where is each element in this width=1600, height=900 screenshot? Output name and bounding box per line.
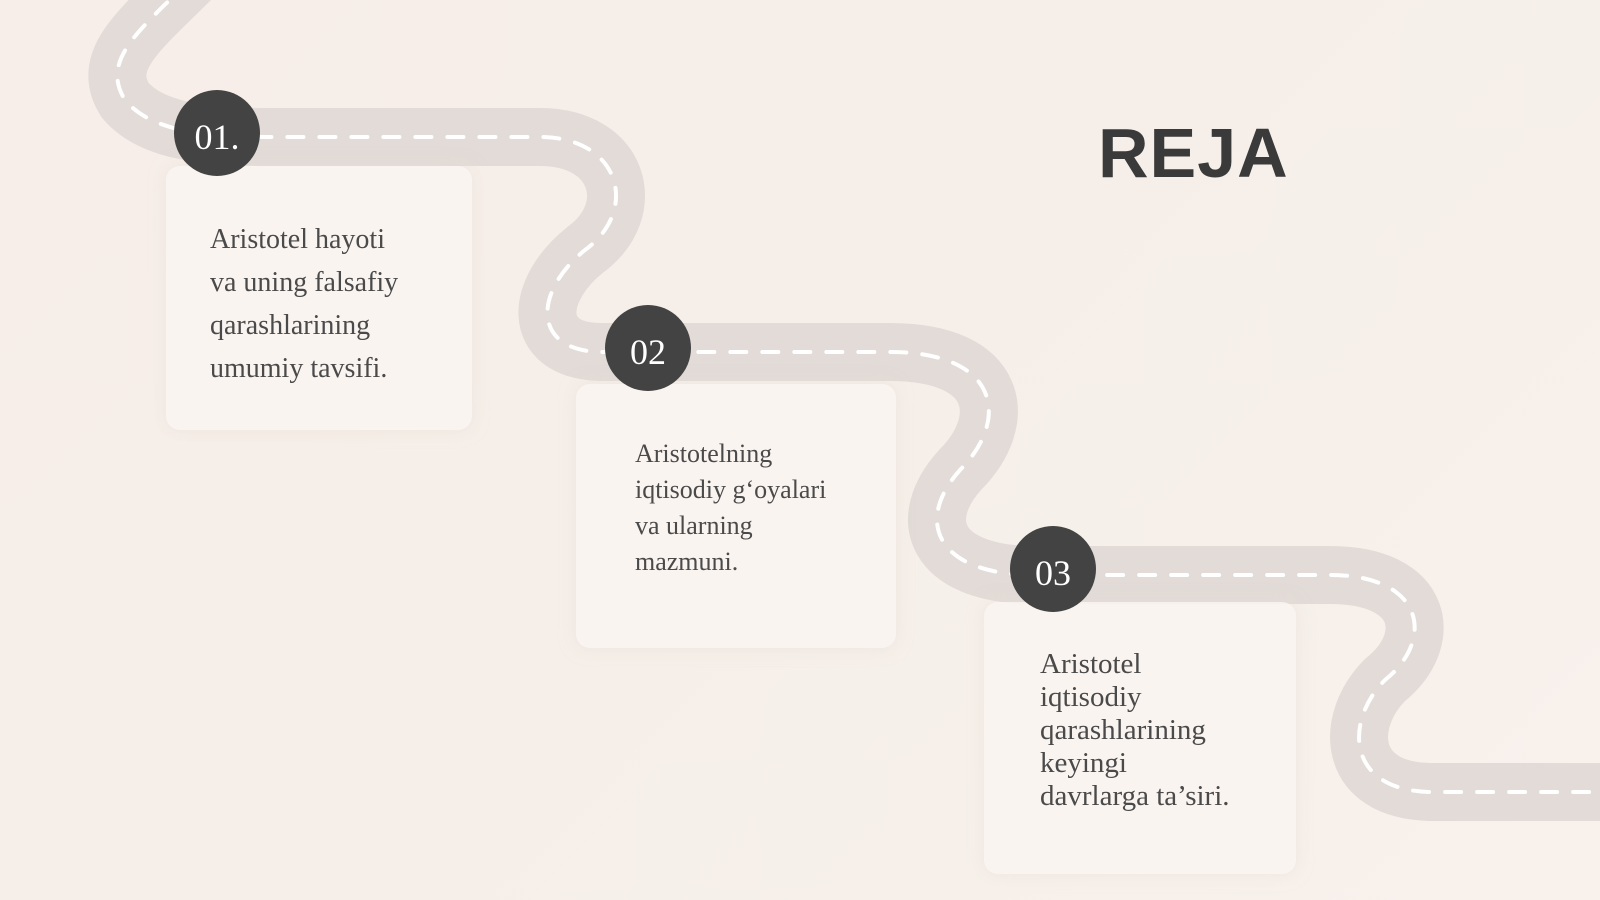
road-dashes	[115, 0, 1600, 794]
step-card-1	[166, 166, 472, 430]
step-1-text: Aristotel hayoti va uning falsafiy qaras…	[210, 224, 399, 384]
step-3-text: Aristotel iqtisodiy qarashlarining keyin…	[1040, 648, 1230, 812]
step-1-number-badge: 01.	[174, 90, 260, 176]
step-2-number-badge: 02	[605, 305, 691, 391]
step-3-number-badge: 03	[1010, 526, 1096, 612]
step-card-2	[576, 384, 896, 648]
step-2-text: Aristotelning iqtisodiy g‘oyalari va ula…	[635, 439, 827, 576]
step-card-3	[984, 602, 1296, 874]
slide-title: REJA	[1098, 114, 1289, 192]
